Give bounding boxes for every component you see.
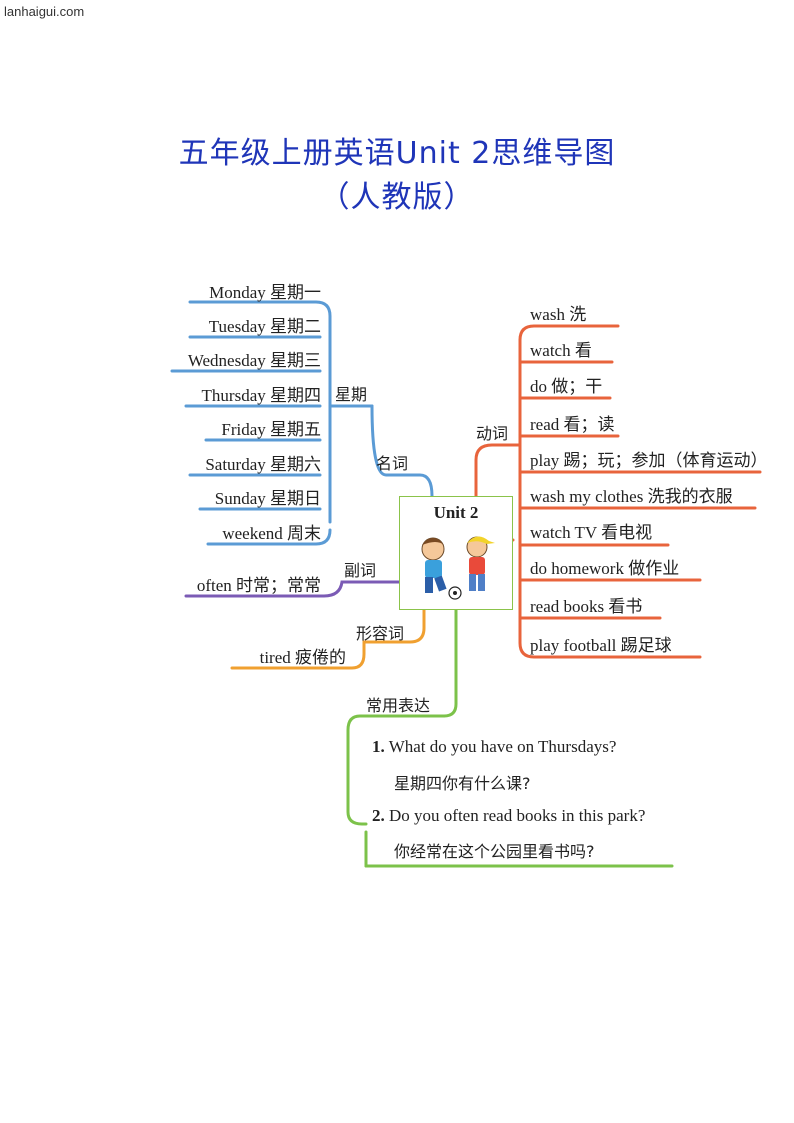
center-label: Unit 2 bbox=[433, 503, 479, 522]
verb-item: do 做；干 bbox=[530, 377, 603, 396]
day-underline bbox=[206, 528, 332, 546]
verb-item: do homework 做作业 bbox=[530, 559, 680, 578]
verb-item: watch TV 看电视 bbox=[530, 523, 653, 542]
expression-2-number: 2. bbox=[372, 806, 385, 825]
verb-item: play football 踢足球 bbox=[530, 636, 672, 655]
center-node: Unit 2 bbox=[399, 496, 513, 610]
expression-1-number: 1. bbox=[372, 737, 385, 756]
category-week: 星期 bbox=[335, 385, 368, 404]
kids-football-illustration bbox=[421, 536, 495, 600]
page-title: 五年级上册英语Unit 2思维导图 bbox=[178, 136, 616, 171]
expression-2-cn: 你经常在这个公园里看书吗? bbox=[394, 842, 595, 861]
adverb-item: often 时常；常常 bbox=[196, 576, 321, 595]
expression-1-en: 1. What do you have on Thursdays? bbox=[372, 737, 616, 757]
verb-item: wash 洗 bbox=[530, 305, 587, 324]
day-item: Tuesday 星期二 bbox=[208, 317, 321, 336]
category-expressions: 常用表达 bbox=[366, 696, 431, 715]
category-adverb: 副词 bbox=[344, 561, 377, 580]
verb-item: watch 看 bbox=[530, 341, 592, 360]
verb-item: read 看；读 bbox=[530, 415, 615, 434]
day-item: Monday 星期一 bbox=[209, 283, 321, 302]
verb-item: wash my clothes 洗我的衣服 bbox=[530, 487, 733, 506]
day-item: Thursday 星期四 bbox=[201, 386, 321, 405]
adverb-connector bbox=[184, 580, 401, 598]
verb-spine bbox=[518, 324, 620, 342]
category-adjective: 形容词 bbox=[356, 624, 405, 643]
verb-item: read books 看书 bbox=[530, 597, 643, 616]
expression-1-cn: 星期四你有什么课? bbox=[394, 774, 531, 793]
expression-connector bbox=[346, 608, 458, 826]
day-item: Friday 星期五 bbox=[221, 420, 321, 439]
verb-item: play 踢；玩；参加（体育运动） bbox=[530, 451, 768, 470]
expression-2-text: Do you often read books in this park? bbox=[389, 806, 646, 825]
category-verb: 动词 bbox=[476, 424, 509, 443]
day-item: Sunday 星期日 bbox=[214, 489, 321, 508]
day-item: Wednesday 星期三 bbox=[187, 351, 321, 370]
site-watermark: lanhaigui.com bbox=[4, 4, 85, 19]
expression-1-text: What do you have on Thursdays? bbox=[388, 737, 617, 756]
day-item: weekend 周末 bbox=[222, 524, 321, 543]
adjective-connector bbox=[230, 608, 426, 670]
noun-connector bbox=[370, 404, 434, 498]
expression-2-en: 2. Do you often read books in this park? bbox=[372, 806, 645, 826]
day-underline bbox=[188, 300, 332, 524]
adjective-item: tired 疲倦的 bbox=[259, 648, 346, 667]
category-noun: 名词 bbox=[376, 454, 409, 473]
page-subtitle: （人教版） bbox=[319, 180, 475, 215]
day-item: Saturday 星期六 bbox=[205, 455, 321, 474]
